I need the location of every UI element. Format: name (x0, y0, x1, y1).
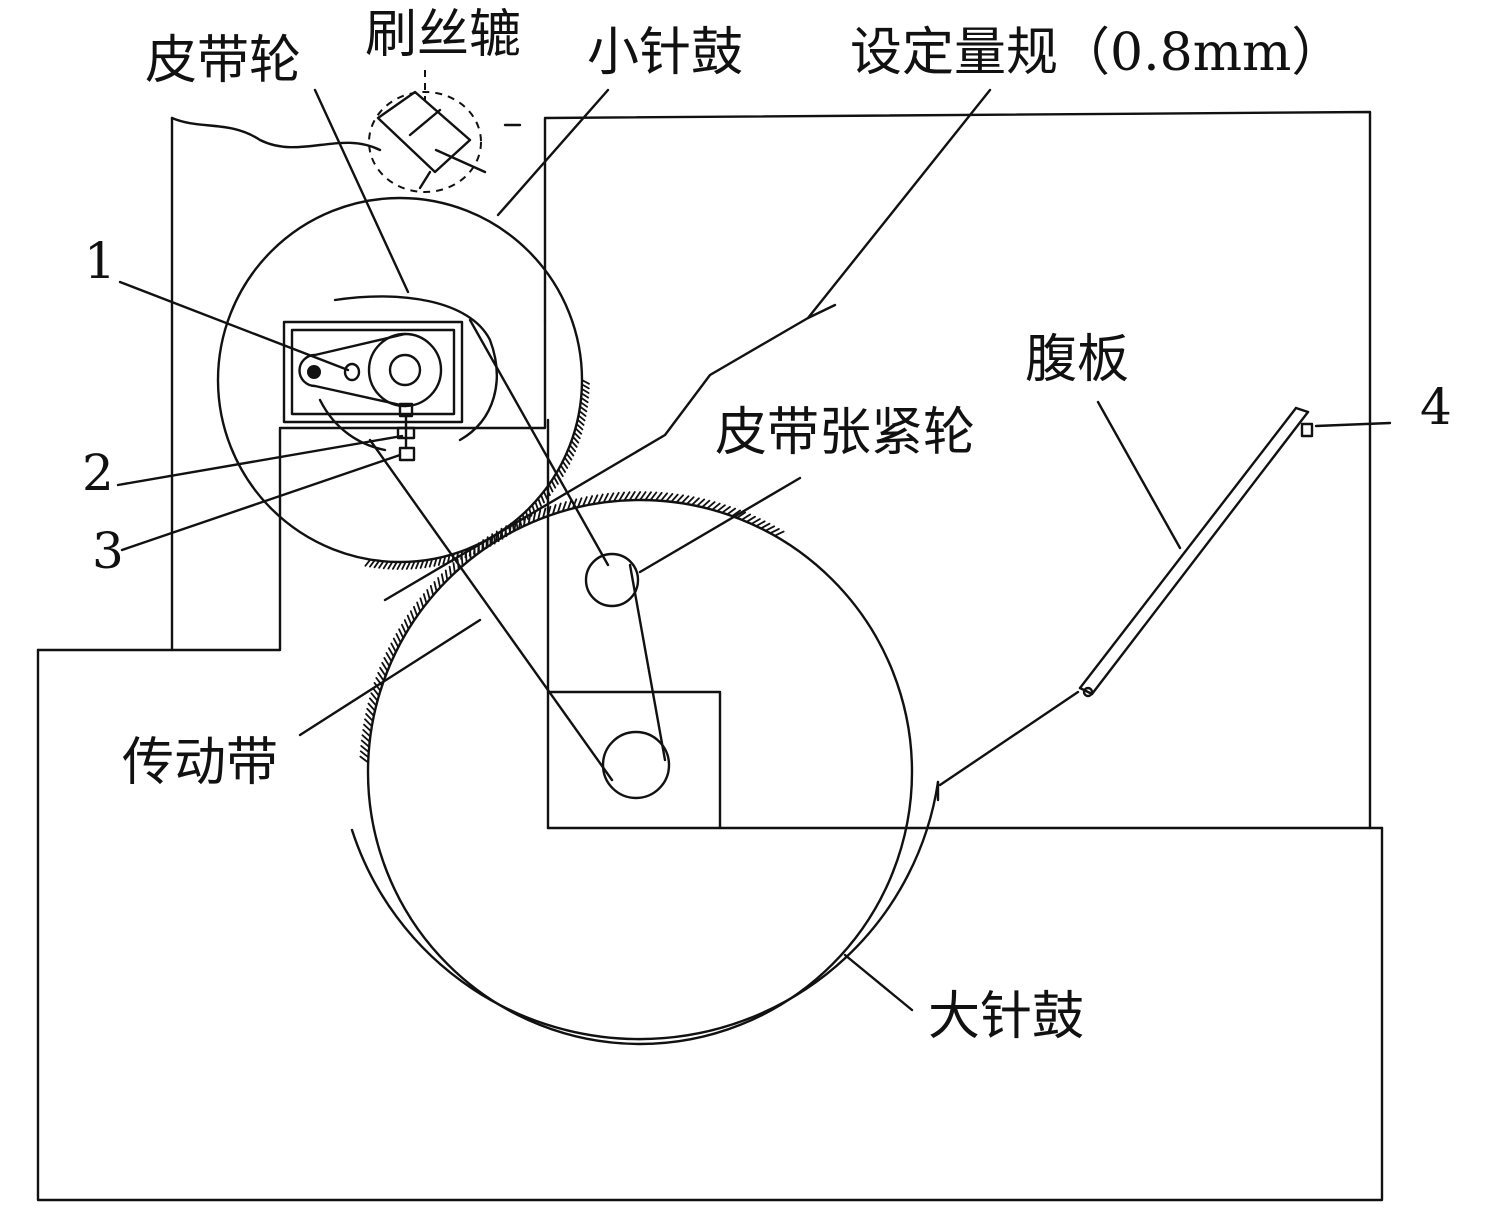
label-gauge: 设定量规（0.8mm） (850, 23, 1343, 83)
label-tensioner: 皮带张紧轮 (715, 403, 975, 463)
brush-roller (368, 70, 522, 193)
text-labels: 皮带轮 刷丝辘 小针鼓 设定量规（0.8mm） 腹板 皮带张紧轮 传动带 大针鼓… (82, 5, 1452, 1047)
label-drive-belt: 传动带 (122, 733, 278, 793)
setting-gauge (383, 303, 837, 602)
label-1: 1 (84, 232, 116, 290)
label-small-drum: 小针鼓 (587, 23, 743, 83)
label-3: 3 (92, 522, 124, 580)
drive-belt (368, 318, 671, 800)
label-2: 2 (82, 444, 114, 502)
small-pin-drum (216, 196, 590, 570)
adjusting-screw (396, 402, 416, 462)
label-brush-roller: 刷丝辘 (365, 5, 521, 65)
machine-frame (36, 110, 1384, 1202)
label-pulley: 皮带轮 (145, 31, 301, 91)
web-plate (938, 406, 1314, 787)
leader-lines (116, 88, 1392, 1012)
label-large-drum: 大针鼓 (928, 987, 1084, 1047)
label-4: 4 (1420, 378, 1452, 436)
label-web-plate: 腹板 (1025, 330, 1129, 390)
large-pin-drum (350, 491, 940, 1046)
